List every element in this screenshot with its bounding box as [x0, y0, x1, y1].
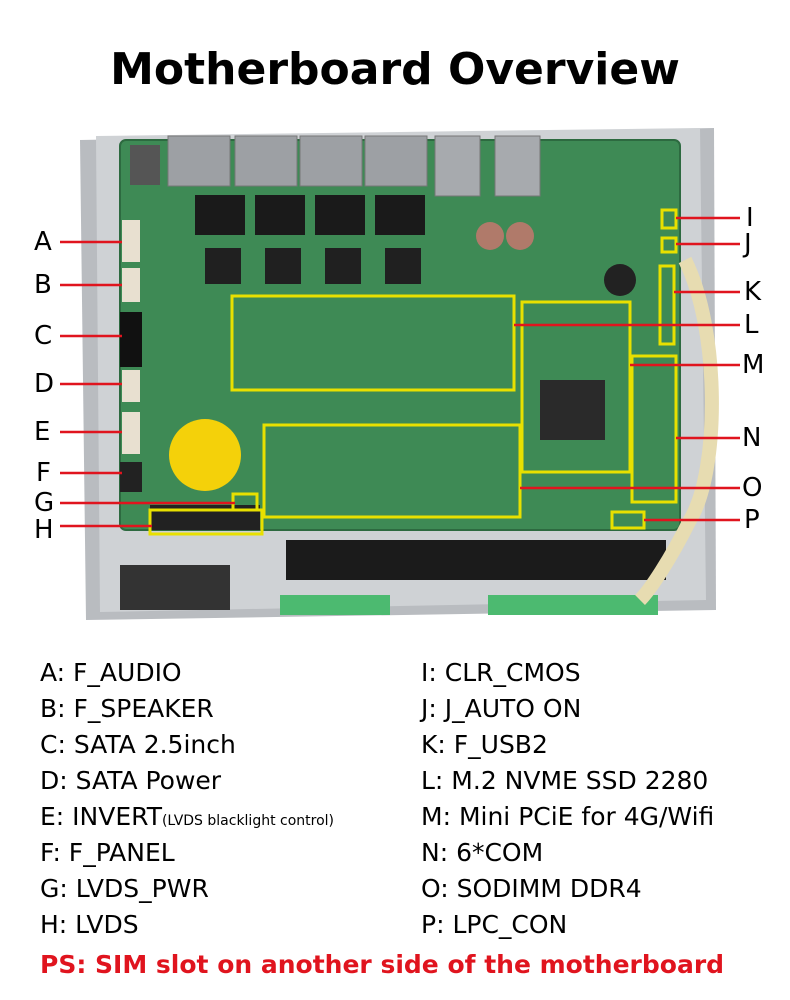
legend-note: (LVDS blacklight control) — [162, 813, 334, 829]
marker-a: A — [34, 229, 52, 255]
marker-n: N — [742, 425, 761, 451]
legend-item: E: INVERT(LVDS blacklight control) — [40, 799, 334, 835]
marker-e: E — [34, 419, 50, 445]
motherboard-photo — [0, 0, 790, 660]
legend-item: D: SATA Power — [40, 763, 334, 799]
legend-item: K: F_USB2 — [421, 727, 714, 763]
marker-d: D — [34, 371, 54, 397]
legend-item: H: LVDS — [40, 907, 334, 943]
marker-f: F — [36, 460, 51, 486]
marker-o: O — [742, 475, 762, 501]
legend-item: P: LPC_CON — [421, 907, 714, 943]
marker-j: J — [744, 231, 752, 257]
legend-item: G: LVDS_PWR — [40, 871, 334, 907]
legend-left: A: F_AUDIO B: F_SPEAKER C: SATA 2.5inch … — [40, 655, 334, 943]
legend-item: M: Mini PCiE for 4G/Wifi — [421, 799, 714, 835]
marker-p: P — [744, 507, 760, 533]
legend-item: C: SATA 2.5inch — [40, 727, 334, 763]
ps-note: PS: SIM slot on another side of the moth… — [40, 950, 724, 979]
marker-l: L — [744, 312, 759, 338]
legend-item: F: F_PANEL — [40, 835, 334, 871]
legend-item: I: CLR_CMOS — [421, 655, 714, 691]
legend-item: L: M.2 NVME SSD 2280 — [421, 763, 714, 799]
marker-i: I — [746, 205, 754, 231]
marker-m: M — [742, 352, 764, 378]
legend-item: B: F_SPEAKER — [40, 691, 334, 727]
marker-h: H — [34, 517, 54, 543]
marker-k: K — [744, 279, 761, 305]
marker-g: G — [34, 490, 54, 516]
marker-c: C — [34, 323, 52, 349]
legend-item: A: F_AUDIO — [40, 655, 334, 691]
legend-item: O: SODIMM DDR4 — [421, 871, 714, 907]
legend-right: I: CLR_CMOS J: J_AUTO ON K: F_USB2 L: M.… — [421, 655, 714, 943]
legend-item: J: J_AUTO ON — [421, 691, 714, 727]
legend-item: N: 6*COM — [421, 835, 714, 871]
marker-b: B — [34, 272, 52, 298]
